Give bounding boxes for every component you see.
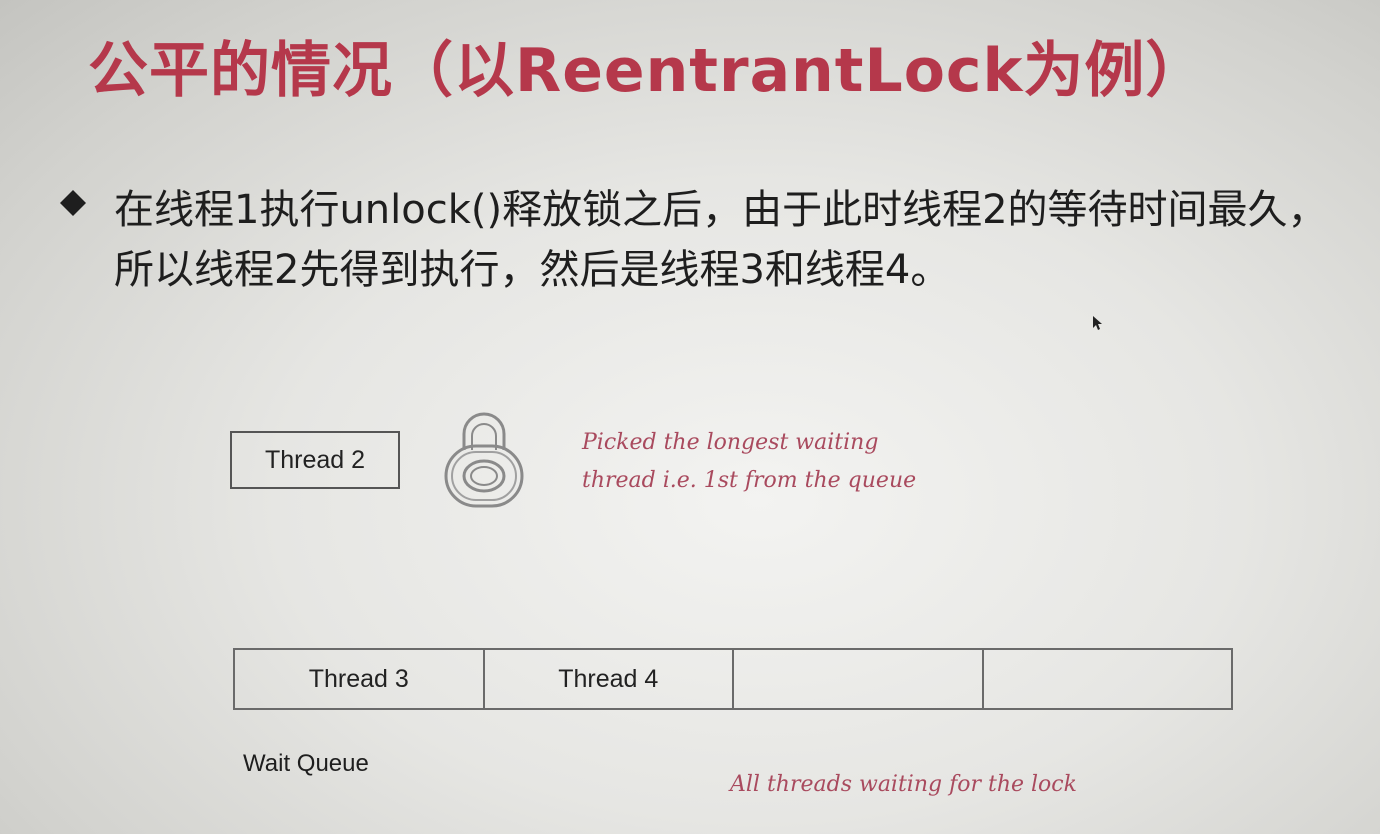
queue-slot: Thread 4 [485, 650, 734, 708]
queue-slot: Thread 3 [235, 650, 485, 708]
mouse-cursor-icon [1093, 316, 1102, 330]
queue-note: All threads waiting for the lock [730, 772, 1077, 797]
bullet-text: 在线程1执行unlock()释放锁之后，由于此时线程2的等待时间最久，所以线程2… [114, 187, 1328, 293]
queue-slot [984, 650, 1232, 708]
slide-title: 公平的情况（以ReentrantLock为例） [88, 36, 1207, 106]
picked-note-line-1: Picked the longest waiting [582, 430, 879, 455]
picked-thread-note: Picked the longest waiting thread i.e. 1… [582, 424, 916, 500]
diamond-bullet-icon [60, 190, 86, 216]
current-thread-box: Thread 2 [230, 431, 400, 489]
queue-slot [734, 650, 984, 708]
padlock-icon [444, 412, 524, 508]
wait-queue-label: Wait Queue [243, 750, 369, 777]
wait-queue: Thread 3 Thread 4 [233, 648, 1233, 710]
picked-note-line-2: thread i.e. 1st from the queue [582, 468, 917, 493]
current-thread-label: Thread 2 [264, 445, 366, 474]
